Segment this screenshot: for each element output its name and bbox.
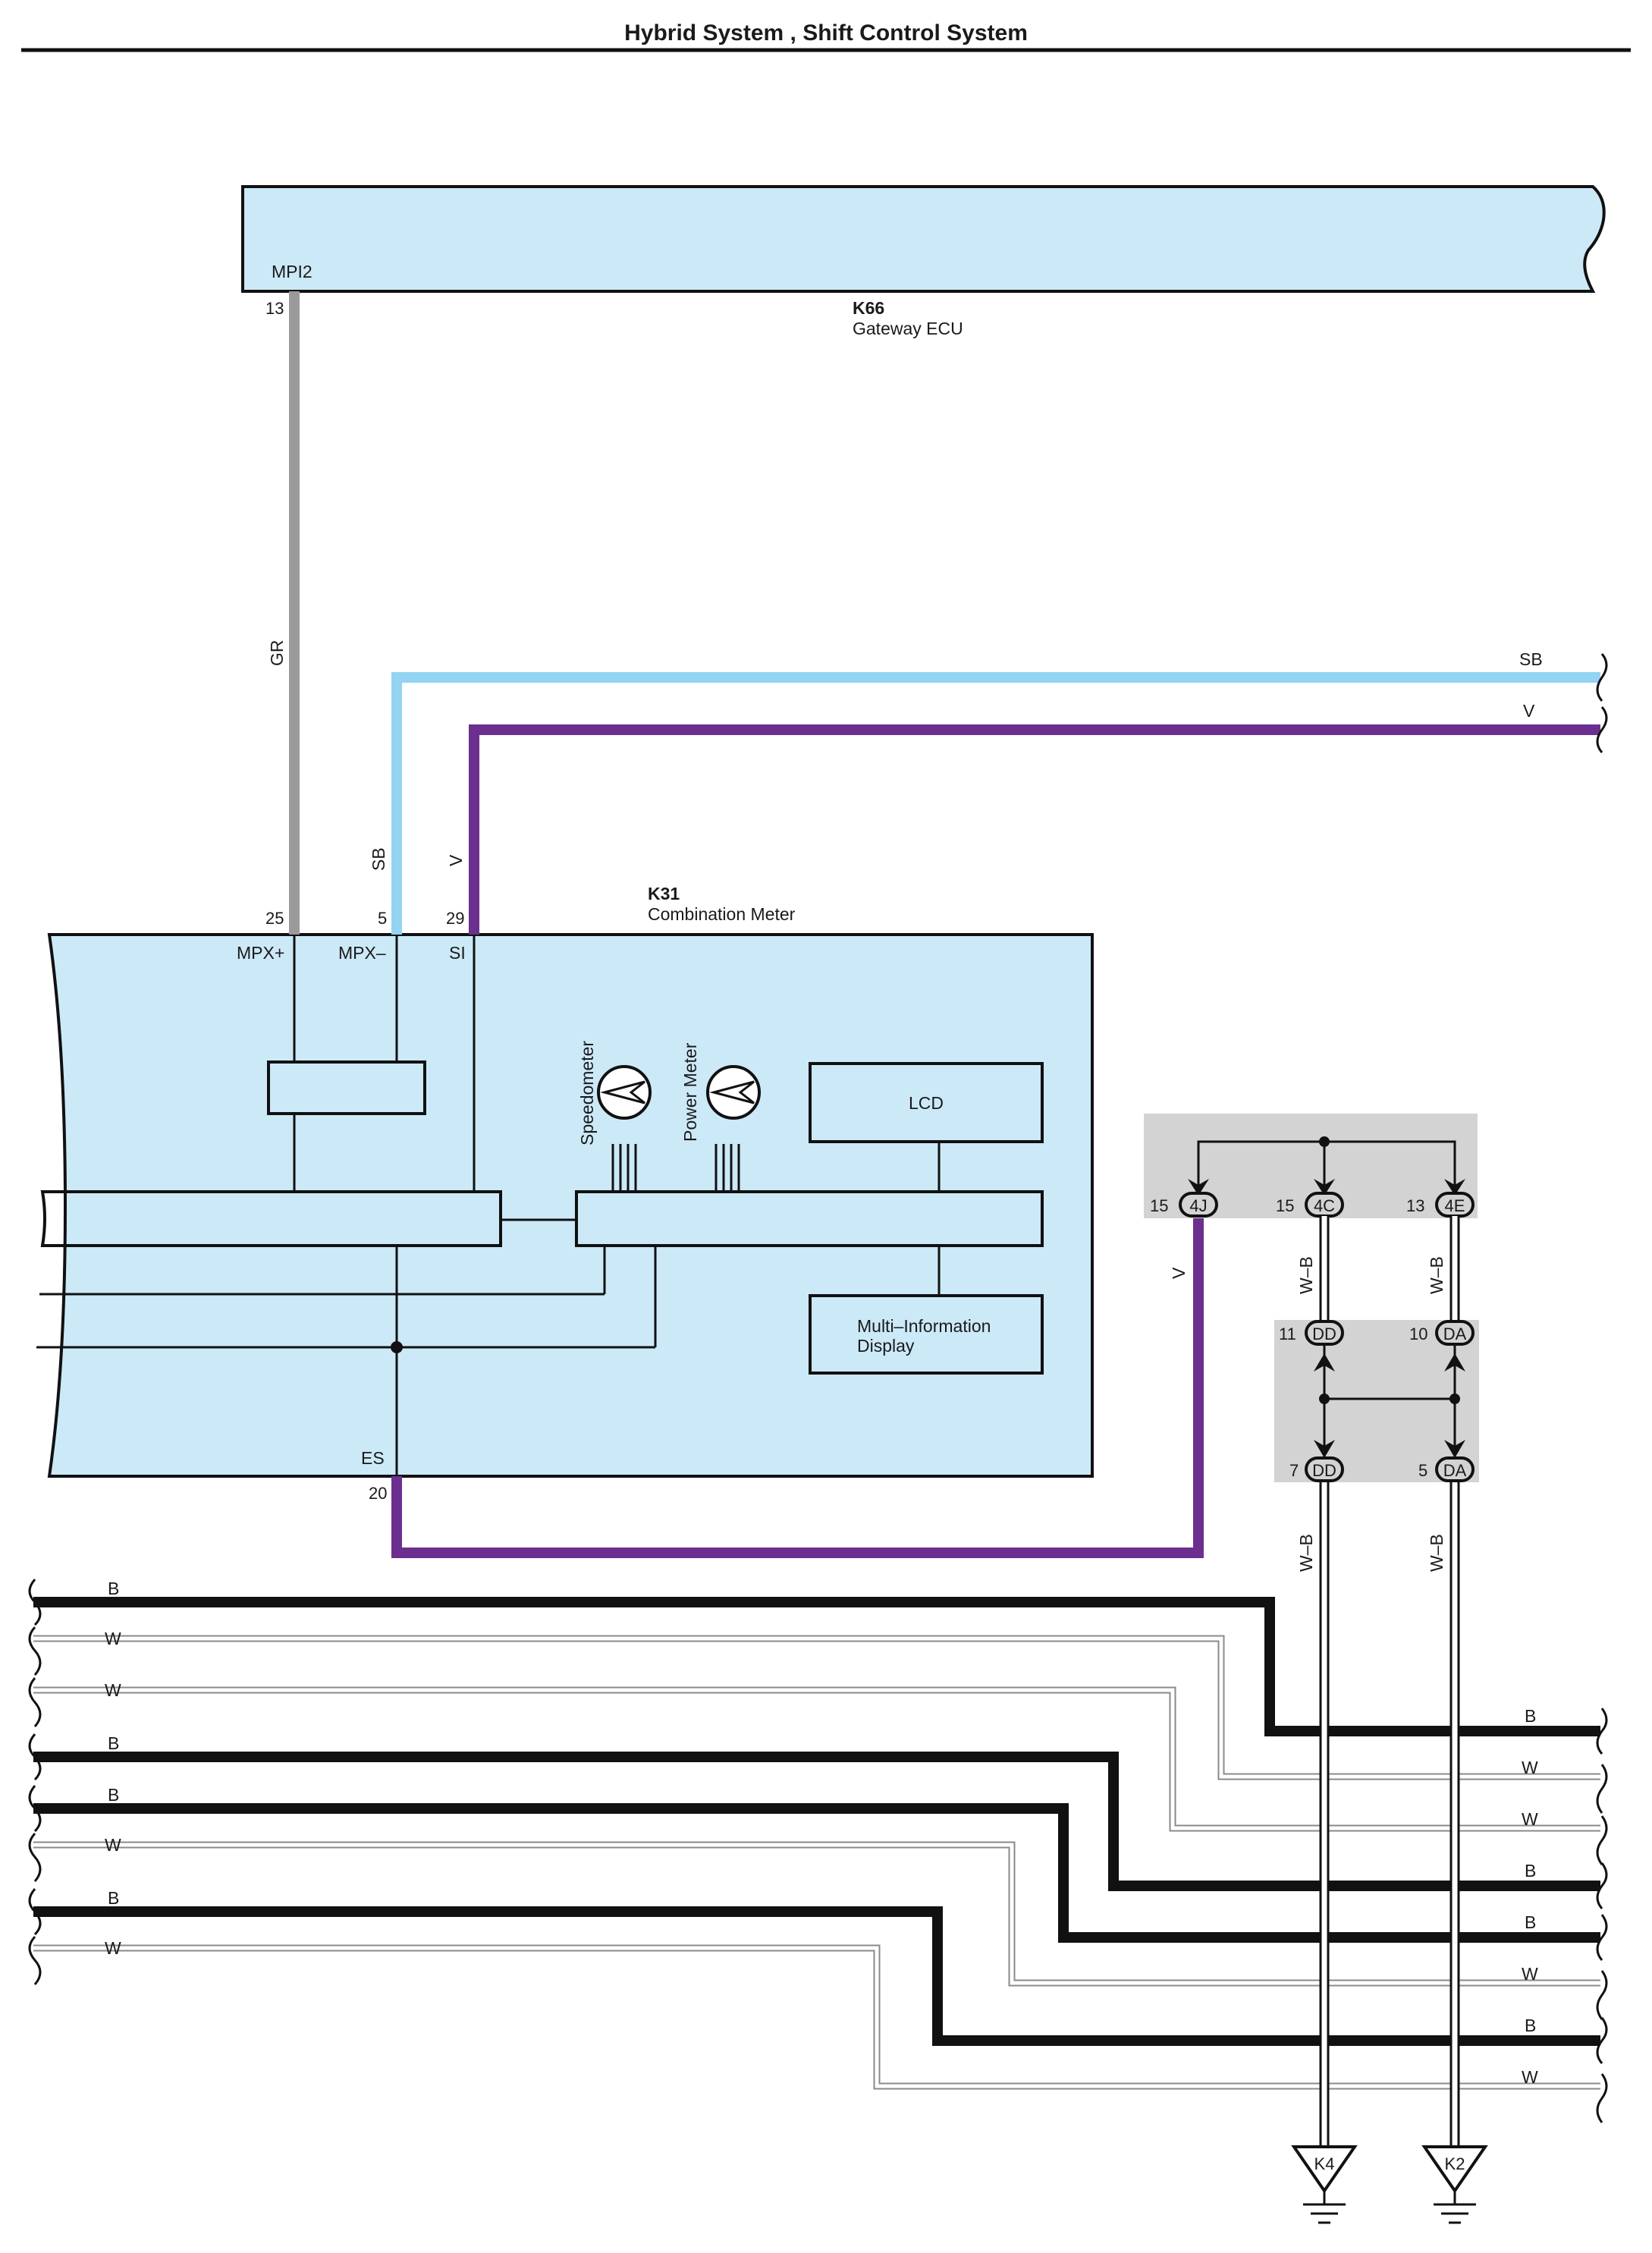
connector-dd-top: DD	[1312, 1324, 1336, 1343]
harness-w-wires	[33, 1635, 1600, 2090]
junction-block-lower: DD DA DD DA 11 10 7 5	[1274, 1320, 1479, 1482]
harness-label-left-b4: B	[108, 1888, 119, 1908]
harness-label-left-w3: W	[105, 1835, 121, 1855]
meter-pin-29: 29	[446, 909, 464, 928]
wire-label-sb-horizontal: SB	[1519, 649, 1543, 669]
harness-label-left-b1: B	[108, 1579, 119, 1598]
power-meter-gauge-icon	[706, 1065, 761, 1120]
harness-label-right-b4: B	[1525, 2016, 1536, 2035]
wire-label-wb-1: W–B	[1296, 1256, 1316, 1294]
mid-label-line1: Multi–Information	[857, 1316, 991, 1336]
power-meter-label: Power Meter	[680, 1042, 700, 1142]
connector-4c-pin: 15	[1276, 1196, 1294, 1215]
connector-dd-bottom: DD	[1312, 1461, 1336, 1480]
meter-code: K31	[648, 884, 680, 903]
terminal-es: ES	[361, 1448, 385, 1468]
wire-label-wb-2: W–B	[1427, 1256, 1446, 1294]
meter-pin-20: 20	[369, 1484, 387, 1503]
wire-label-wb-3: W–B	[1296, 1534, 1316, 1572]
meter-pin-5: 5	[378, 909, 387, 928]
meter-name: Combination Meter	[648, 904, 796, 924]
wire-label-wb-4: W–B	[1427, 1534, 1446, 1572]
multi-information-display-block	[809, 1294, 1044, 1375]
wire-b-2	[33, 1752, 1600, 1891]
connector-4e-pin: 13	[1406, 1196, 1424, 1215]
harness-label-left-b2: B	[108, 1733, 119, 1753]
harness-label-left-w4: W	[105, 1938, 121, 1958]
connector-da-bottom: DA	[1443, 1461, 1467, 1480]
terminal-mpx-minus: MPX–	[338, 943, 386, 963]
wire-label-v-vertical: V	[446, 854, 466, 866]
connector-dd-top-pin: 11	[1279, 1324, 1296, 1343]
harness-label-right-w3: W	[1522, 1964, 1538, 1984]
gateway-pin-13: 13	[265, 299, 284, 318]
harness-label-left-w2: W	[105, 1680, 121, 1700]
connector-4j-pin: 15	[1150, 1196, 1168, 1215]
break-marks-harness	[28, 1579, 1608, 2123]
wire-w-1	[33, 1635, 1600, 1780]
ground-k2-icon	[1421, 2145, 1488, 2224]
lcd-block	[809, 1062, 1044, 1143]
wire-w-4	[33, 1944, 1600, 2090]
connector-da-bottom-pin: 5	[1418, 1461, 1427, 1480]
terminal-si: SI	[449, 943, 466, 963]
harness-label-right-w2: W	[1522, 1809, 1538, 1829]
wire-sb	[391, 672, 1600, 935]
meter-pin-25: 25	[265, 909, 284, 928]
terminal-mpx-plus: MPX+	[237, 943, 284, 963]
meter-bus-block-left	[40, 1190, 502, 1247]
wire-v-es	[391, 1211, 1204, 1558]
gateway-ecu: MPI2 13 K66 Gateway ECU	[241, 185, 1606, 338]
harness-label-right-b1: B	[1525, 1706, 1536, 1726]
connector-4c: 4C	[1314, 1196, 1335, 1215]
wire-b-3	[33, 1803, 1600, 1943]
wire-v-si	[469, 724, 1600, 935]
wire-label-v-es: V	[1169, 1267, 1189, 1279]
wire-label-v-horizontal: V	[1523, 701, 1535, 721]
mpx-interface-block	[267, 1061, 426, 1115]
connector-da-top: DA	[1443, 1324, 1467, 1343]
lcd-label: LCD	[909, 1093, 944, 1113]
meter-internal-wiring	[36, 935, 941, 1476]
gateway-ecu-name: Gateway ECU	[853, 319, 963, 338]
harness-label-right-w1: W	[1522, 1758, 1538, 1777]
wire-b-4	[33, 1906, 1600, 2046]
meter-junction-dot	[391, 1341, 403, 1353]
harness-label-right-b3: B	[1525, 1912, 1536, 1932]
gateway-ecu-code: K66	[853, 298, 884, 318]
harness-label-left-b3: B	[108, 1785, 119, 1805]
junction-block-upper: 4J 4C 4E 15 15 13	[1144, 1114, 1478, 1218]
mid-label-line2: Display	[857, 1336, 915, 1356]
gateway-terminal-mpi2: MPI2	[272, 262, 312, 281]
connector-da-top-pin: 10	[1409, 1324, 1427, 1343]
meter-bus-block-right	[575, 1190, 1044, 1247]
connector-4e: 4E	[1445, 1196, 1465, 1215]
harness-b-wires	[33, 1597, 1600, 2046]
connector-dd-bottom-pin: 7	[1289, 1461, 1299, 1480]
combination-meter: K31 Combination Meter MPX+ MPX– SI ES 25…	[36, 884, 1094, 1503]
speedometer-label: Speedometer	[577, 1041, 597, 1145]
wire-wb-crossing-overlay	[1319, 1593, 1460, 2147]
harness-label-right-w4: W	[1522, 2067, 1538, 2087]
speedometer-gauge-icon	[597, 1065, 652, 1120]
wire-label-gr: GR	[267, 640, 287, 667]
harness-label-right-b2: B	[1525, 1861, 1536, 1881]
harness-label-left-w1: W	[105, 1629, 121, 1648]
ground-k2-label: K2	[1445, 2154, 1465, 2173]
break-marks-right-upper	[1596, 653, 1608, 753]
wire-w-3	[33, 1841, 1600, 1987]
connector-4j: 4J	[1189, 1196, 1207, 1215]
page-title: Hybrid System , Shift Control System	[624, 20, 1028, 46]
wire-w-2	[33, 1686, 1600, 1832]
ground-k4-label: K4	[1314, 2154, 1335, 2173]
wire-b-1	[33, 1597, 1600, 1736]
ground-k4-icon	[1291, 2145, 1358, 2224]
wire-label-sb-vertical: SB	[369, 847, 388, 871]
